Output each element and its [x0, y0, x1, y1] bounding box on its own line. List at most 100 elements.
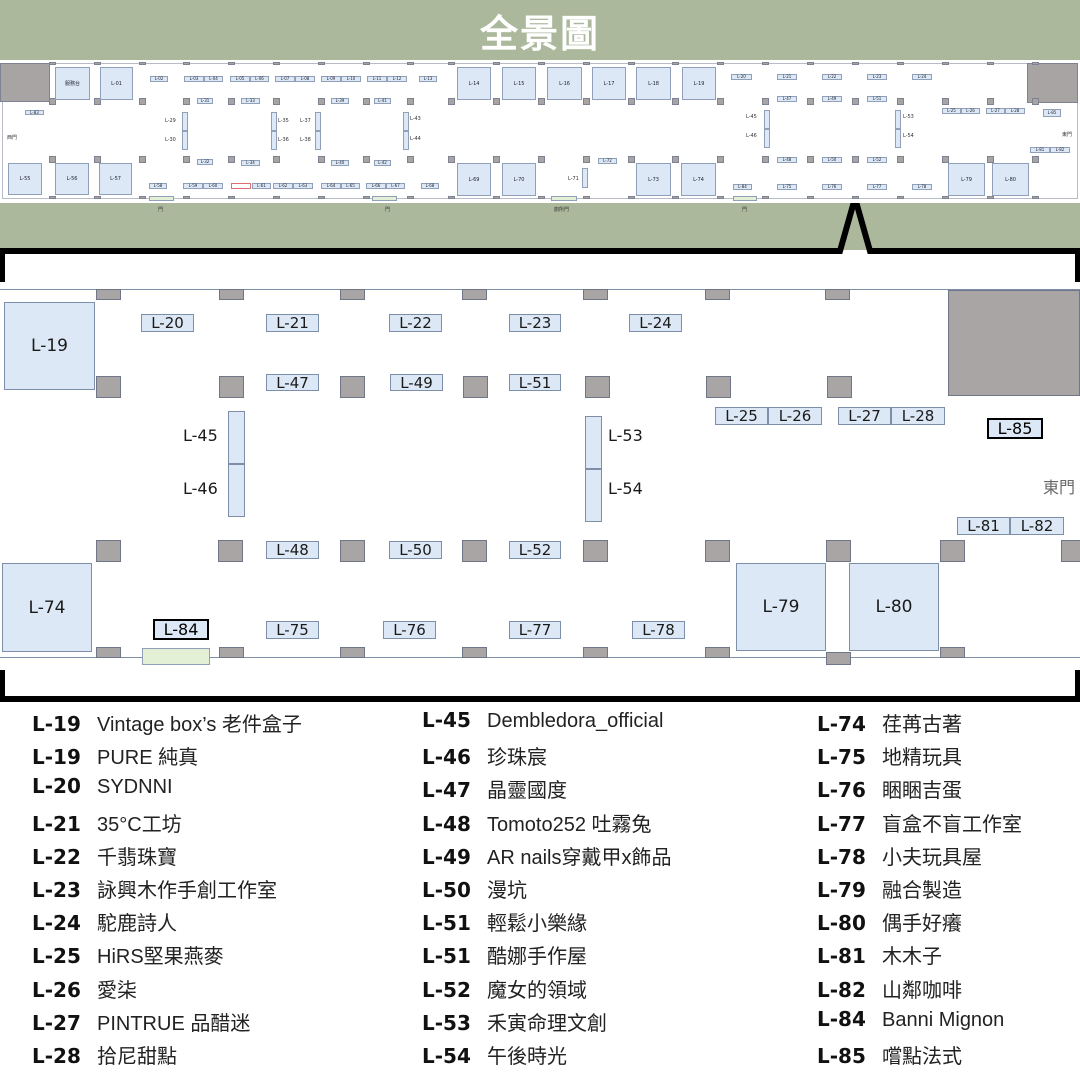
detail-booth[interactable]: L-23 — [509, 314, 561, 332]
overview-booth[interactable]: L-72 — [598, 158, 617, 164]
overview-booth[interactable]: L-34 — [241, 160, 260, 166]
overview-booth[interactable]: L-48 — [777, 157, 797, 163]
overview-booth[interactable]: L-07 — [275, 76, 295, 82]
detail-booth[interactable]: L-51 — [509, 374, 561, 392]
overview-booth-label[interactable]: L-35 — [278, 118, 289, 124]
overview-booth[interactable]: L-83 — [25, 110, 44, 115]
overview-booth[interactable]: L-21 — [777, 74, 797, 80]
overview-booth[interactable]: L-60 — [203, 183, 223, 189]
overview-booth-label[interactable]: L-44 — [410, 136, 421, 142]
overview-booth[interactable]: L-42 — [374, 160, 391, 166]
overview-booth[interactable]: L-05 — [230, 76, 250, 82]
detail-booth[interactable]: L-22 — [389, 314, 442, 332]
overview-booth[interactable]: L-31 — [197, 98, 213, 104]
overview-booth-label[interactable]: L-37 — [300, 118, 311, 124]
overview-booth[interactable]: L-56 — [55, 163, 89, 195]
detail-booth-label[interactable]: L-54 — [608, 479, 643, 498]
overview-booth[interactable]: L-23 — [867, 74, 887, 80]
detail-booth-label[interactable]: L-53 — [608, 426, 643, 445]
overview-booth[interactable]: L-73 — [636, 163, 671, 196]
overview-booth[interactable]: L-24 — [912, 74, 932, 80]
overview-booth[interactable]: L-84 — [733, 184, 752, 190]
overview-booth-label[interactable]: L-36 — [278, 137, 289, 143]
overview-booth[interactable]: L-78 — [912, 184, 932, 190]
overview-booth[interactable]: L-85 — [1043, 109, 1061, 117]
overview-booth[interactable]: L-15 — [502, 67, 536, 100]
detail-booth[interactable]: L-81 — [957, 517, 1010, 535]
overview-booth[interactable]: L-61 — [252, 183, 271, 189]
detail-booth[interactable]: L-77 — [509, 621, 561, 639]
overview-booth[interactable]: L-64 — [321, 183, 341, 189]
detail-booth[interactable]: L-50 — [389, 541, 442, 559]
overview-booth[interactable]: L-69 — [457, 163, 491, 196]
detail-booth[interactable]: L-49 — [390, 374, 443, 392]
overview-booth[interactable]: L-12 — [387, 76, 407, 82]
detail-booth[interactable]: L-78 — [632, 621, 685, 639]
overview-booth[interactable]: L-28 — [1005, 108, 1025, 114]
overview-booth[interactable]: L-66 — [366, 183, 386, 189]
detail-booth[interactable]: L-19 — [4, 302, 95, 390]
overview-booth[interactable]: L-13 — [419, 76, 437, 82]
overview-booth-label[interactable]: L-43 — [410, 116, 421, 122]
overview-booth[interactable]: L-47 — [777, 96, 797, 102]
overview-booth[interactable]: L-04 — [204, 76, 223, 82]
detail-booth-label[interactable]: L-46 — [183, 479, 218, 498]
overview-booth[interactable]: L-08 — [295, 76, 315, 82]
detail-booth[interactable]: L-48 — [266, 541, 319, 559]
detail-booth-label[interactable]: L-45 — [183, 426, 218, 445]
overview-booth[interactable]: L-02 — [150, 76, 168, 82]
overview-booth-label[interactable]: L-53 — [903, 114, 914, 120]
detail-booth[interactable]: L-82 — [1010, 517, 1064, 535]
overview-booth[interactable]: 服務台 — [55, 67, 90, 100]
overview-booth-label[interactable]: L-29 — [165, 118, 176, 124]
overview-booth[interactable]: L-10 — [341, 76, 361, 82]
overview-booth[interactable]: L-79 — [948, 163, 985, 196]
overview-booth-label[interactable]: L-38 — [300, 137, 311, 143]
overview-booth[interactable]: L-20 — [731, 74, 752, 80]
detail-booth[interactable]: L-74 — [2, 563, 92, 652]
detail-booth[interactable]: L-26 — [768, 407, 822, 425]
overview-booth-label[interactable]: L-30 — [165, 137, 176, 143]
detail-booth[interactable]: L-47 — [266, 374, 319, 392]
overview-booth-label[interactable]: L-54 — [903, 133, 914, 139]
overview-booth[interactable]: L-26 — [961, 108, 980, 114]
overview-booth[interactable]: L-74 — [681, 163, 716, 196]
overview-booth[interactable]: L-82 — [1050, 147, 1070, 153]
overview-booth[interactable]: L-01 — [100, 67, 133, 100]
detail-booth[interactable]: L-21 — [266, 314, 319, 332]
overview-booth[interactable]: L-55 — [8, 163, 42, 195]
overview-booth[interactable]: L-06 — [250, 76, 269, 82]
detail-booth[interactable]: L-76 — [383, 621, 436, 639]
overview-booth[interactable]: L-32 — [197, 159, 213, 165]
overview-booth[interactable]: L-16 — [547, 67, 582, 100]
overview-booth[interactable]: L-11 — [367, 76, 387, 82]
overview-booth-label[interactable]: L-71 — [568, 176, 579, 182]
overview-booth[interactable]: L-49 — [822, 96, 842, 102]
overview-booth[interactable]: L-63 — [293, 183, 313, 189]
overview-booth[interactable]: L-62 — [273, 183, 293, 189]
overview-booth[interactable]: L-58 — [149, 183, 167, 189]
overview-booth[interactable]: L-17 — [592, 67, 626, 100]
detail-booth[interactable]: L-75 — [266, 621, 319, 639]
overview-booth[interactable]: L-65 — [341, 183, 360, 189]
overview-booth[interactable]: L-33 — [241, 98, 260, 104]
overview-booth[interactable]: L-77 — [867, 184, 887, 190]
overview-booth[interactable]: L-50 — [822, 157, 842, 163]
overview-booth[interactable]: L-68 — [421, 183, 439, 189]
overview-booth[interactable]: L-25 — [942, 108, 961, 114]
overview-booth[interactable]: L-03 — [184, 76, 204, 82]
overview-booth[interactable]: L-18 — [636, 67, 671, 100]
overview-booth[interactable]: L-19 — [682, 67, 716, 100]
overview-booth[interactable]: L-09 — [321, 76, 341, 82]
detail-booth[interactable]: L-85 — [987, 418, 1043, 439]
overview-booth[interactable]: L-80 — [992, 163, 1029, 196]
overview-booth[interactable]: L-39 — [331, 98, 349, 104]
detail-booth[interactable]: L-27 — [838, 407, 891, 425]
overview-booth[interactable]: L-41 — [374, 98, 391, 104]
overview-booth[interactable]: L-81 — [1030, 147, 1050, 153]
detail-booth[interactable]: L-25 — [715, 407, 768, 425]
overview-booth[interactable]: L-59 — [183, 183, 203, 189]
detail-booth[interactable]: L-80 — [849, 563, 939, 651]
detail-booth[interactable]: L-20 — [141, 314, 194, 332]
overview-booth[interactable]: L-40 — [331, 160, 349, 166]
